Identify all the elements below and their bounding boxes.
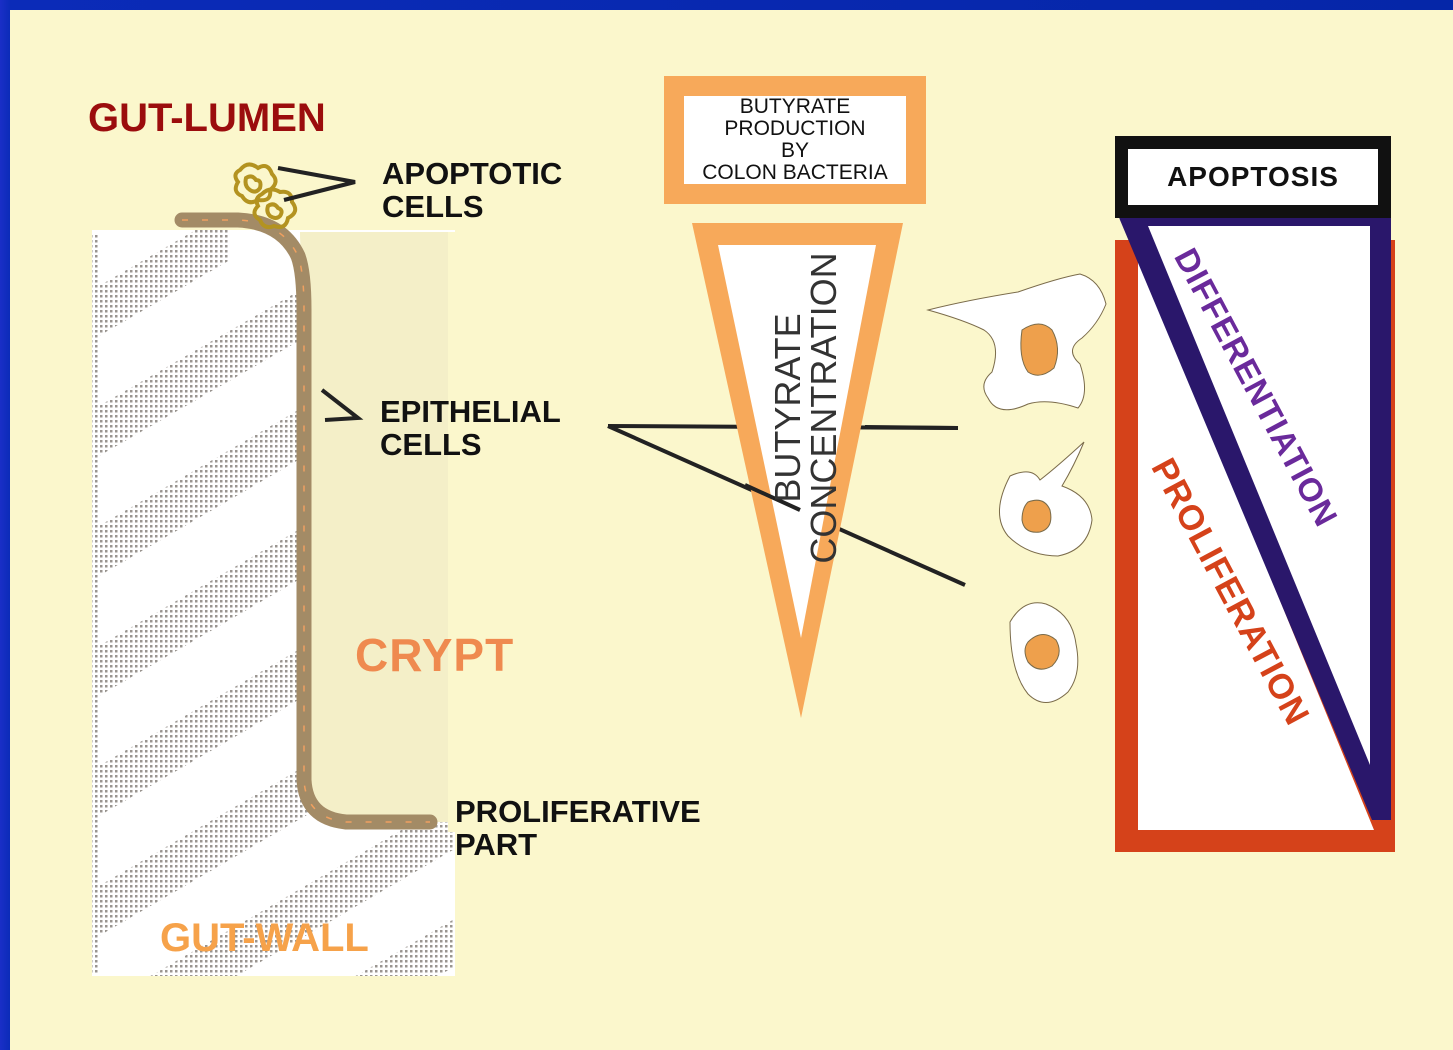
epithelial-cells-label: EPITHELIAL CELLS <box>380 396 561 461</box>
apoptotic-cells-label: APOPTOTIC CELLS <box>382 158 562 223</box>
cell-proliferating <box>1010 603 1078 703</box>
gradient-bar <box>1115 206 1395 852</box>
apoptosis-label: APOPTOSIS <box>1167 161 1339 193</box>
crypt-label: CRYPT <box>355 632 514 678</box>
apoptosis-box: APOPTOSIS <box>1115 136 1391 218</box>
butyrate-production-box: BUTYRATE PRODUCTION BY COLON BACTERIA <box>664 76 926 204</box>
cell-differentiated <box>928 274 1106 410</box>
proliferative-part-label: PROLIFERATIVE PART <box>455 796 701 861</box>
gut-lumen-label: GUT-LUMEN <box>88 98 326 138</box>
crypt-cutout <box>300 232 455 822</box>
butyrate-concentration-text: BUTYRATE CONCENTRATION <box>770 252 842 563</box>
gut-wall-label: GUT-WALL <box>160 918 369 958</box>
slide-canvas: GUT-LUMEN APOPTOTIC CELLS EPITHELIAL CEL… <box>10 10 1453 1050</box>
butyrate-production-text: BUTYRATE PRODUCTION BY COLON BACTERIA <box>702 96 888 184</box>
cell-intermediate <box>999 442 1092 556</box>
